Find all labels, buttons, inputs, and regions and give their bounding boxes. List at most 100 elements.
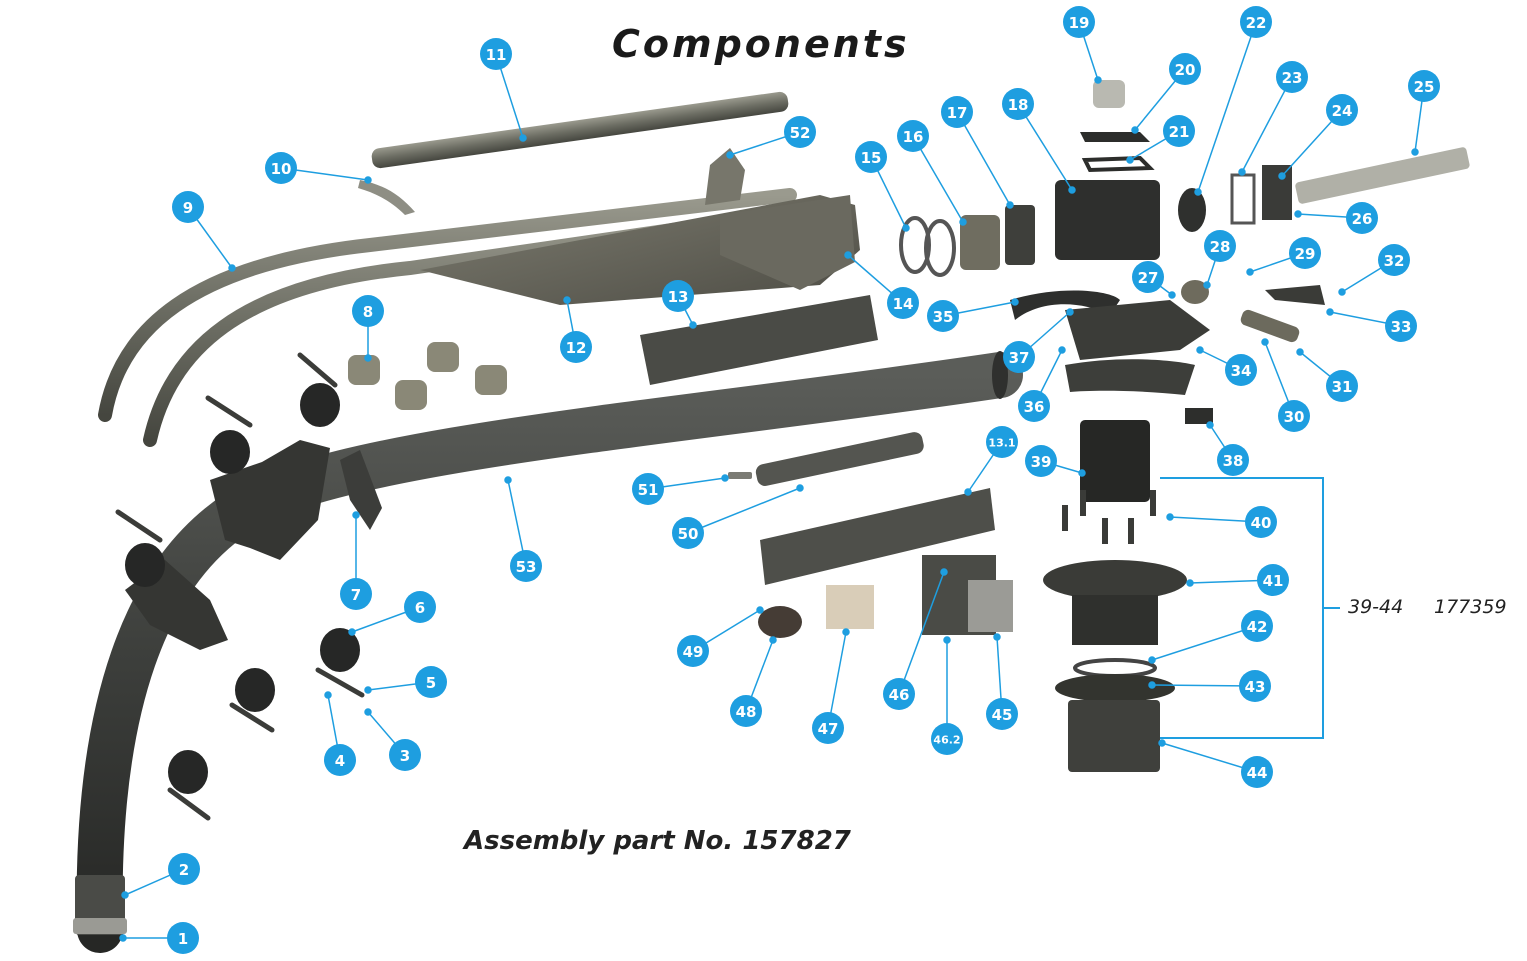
callout-37: 37 bbox=[1003, 341, 1035, 373]
callout-20: 20 bbox=[1169, 53, 1201, 85]
callout-number: 44 bbox=[1247, 764, 1268, 782]
callout-6: 6 bbox=[404, 591, 436, 623]
callout-bubble bbox=[1002, 88, 1034, 120]
callout-bubble bbox=[172, 191, 204, 223]
callout-31: 31 bbox=[1326, 370, 1358, 402]
callout-11: 11 bbox=[480, 38, 512, 70]
callout-51: 51 bbox=[632, 473, 664, 505]
leader-dot-14 bbox=[844, 251, 852, 259]
flat-bar-upper bbox=[640, 295, 878, 385]
callout-number: 43 bbox=[1245, 678, 1266, 696]
callout-number: 40 bbox=[1251, 514, 1272, 532]
callout-number: 17 bbox=[947, 104, 968, 122]
leader-dot-34 bbox=[1196, 346, 1204, 354]
callout-48: 48 bbox=[730, 695, 762, 727]
callout-number: 48 bbox=[736, 703, 757, 721]
boom-tube-end bbox=[992, 351, 1008, 399]
cover-plate bbox=[1265, 285, 1325, 305]
leader-dot-31 bbox=[1296, 348, 1304, 356]
leader-line-17 bbox=[956, 111, 1011, 206]
callout-17: 17 bbox=[941, 96, 973, 128]
clamp-ring bbox=[899, 216, 931, 274]
callout-bubble bbox=[1241, 610, 1273, 642]
gasket bbox=[1005, 205, 1035, 265]
callout-bubble bbox=[1240, 6, 1272, 38]
callout-bubble bbox=[168, 853, 200, 885]
callout-bubble bbox=[1217, 444, 1249, 476]
callout-number: 15 bbox=[861, 149, 882, 167]
leader-dot-9 bbox=[228, 264, 236, 272]
callout-4: 4 bbox=[324, 744, 356, 776]
callout-number: 11 bbox=[486, 46, 507, 64]
roller-pin bbox=[205, 395, 253, 428]
leader-dot-13-1 bbox=[964, 488, 972, 496]
leader-dot-36 bbox=[1058, 346, 1066, 354]
leader-dot-17 bbox=[1006, 201, 1014, 209]
callout-36: 36 bbox=[1018, 390, 1050, 422]
leader-dot-2 bbox=[121, 891, 129, 899]
roller bbox=[125, 543, 165, 587]
callout-bubble bbox=[855, 141, 887, 173]
callout-49: 49 bbox=[677, 635, 709, 667]
callout-bubble bbox=[415, 666, 447, 698]
slew-bracket bbox=[1065, 300, 1210, 360]
leader-line-43 bbox=[1151, 684, 1256, 687]
callout-5: 5 bbox=[415, 666, 447, 698]
callout-bubble bbox=[897, 120, 929, 152]
curved-shell bbox=[1010, 290, 1120, 320]
callout-number: 41 bbox=[1263, 572, 1284, 590]
callout-number: 13.1 bbox=[988, 437, 1015, 450]
leader-dot-44 bbox=[1158, 739, 1166, 747]
leader-dot-21 bbox=[1126, 156, 1134, 164]
callout-number: 6 bbox=[415, 599, 425, 617]
assembly-part-number: Assembly part No. 157827 bbox=[464, 826, 851, 856]
callout-7: 7 bbox=[340, 578, 372, 610]
callout-bubble bbox=[1245, 506, 1277, 538]
leader-dot-38 bbox=[1206, 421, 1214, 429]
roller bbox=[300, 383, 340, 427]
callout-bubble bbox=[883, 678, 915, 710]
callout-bubble bbox=[1241, 756, 1273, 788]
callout-number: 51 bbox=[638, 481, 659, 499]
leader-dot-24 bbox=[1278, 172, 1286, 180]
callout-44: 44 bbox=[1241, 756, 1273, 788]
callout-21: 21 bbox=[1163, 115, 1195, 147]
roller bbox=[320, 628, 360, 672]
leader-line-47 bbox=[827, 631, 847, 729]
callout-bubble bbox=[1163, 115, 1195, 147]
roller-pin bbox=[229, 702, 275, 733]
leader-dot-6 bbox=[348, 628, 356, 636]
leader-line-50 bbox=[687, 487, 801, 534]
callout-bubble bbox=[887, 287, 919, 319]
callout-bubble bbox=[352, 295, 384, 327]
callout-bubble bbox=[941, 96, 973, 128]
callout-53: 53 bbox=[510, 550, 542, 582]
leader-dot-37 bbox=[1066, 308, 1074, 316]
callout-bubble bbox=[1278, 400, 1310, 432]
hydraulic-rod bbox=[371, 91, 789, 169]
end-disk bbox=[1178, 188, 1206, 232]
leader-dot-35 bbox=[1011, 298, 1019, 306]
leader-dot-32 bbox=[1338, 288, 1346, 296]
callout-bubble bbox=[1378, 244, 1410, 276]
flat-bar-lower bbox=[760, 488, 995, 585]
callout-bubble bbox=[1204, 230, 1236, 262]
leader-dot-5 bbox=[364, 686, 372, 694]
slew-ring-body bbox=[1072, 595, 1158, 645]
callout-bubble bbox=[1385, 310, 1417, 342]
callout-bubble bbox=[480, 38, 512, 70]
callout-bubble bbox=[927, 300, 959, 332]
gear-hub bbox=[1181, 280, 1209, 304]
callout-34: 34 bbox=[1225, 354, 1257, 386]
leader-dot-22 bbox=[1194, 188, 1202, 196]
callout-bubble bbox=[677, 635, 709, 667]
sensor bbox=[758, 606, 802, 638]
callout-bubble bbox=[324, 744, 356, 776]
callout-39: 39 bbox=[1025, 445, 1057, 477]
leader-dot-42 bbox=[1148, 656, 1156, 664]
callout-27: 27 bbox=[1132, 261, 1164, 293]
roller-pin bbox=[115, 509, 163, 543]
leader-dot-53 bbox=[504, 476, 512, 484]
callout-40: 40 bbox=[1245, 506, 1277, 538]
callout-number: 25 bbox=[1414, 78, 1435, 96]
